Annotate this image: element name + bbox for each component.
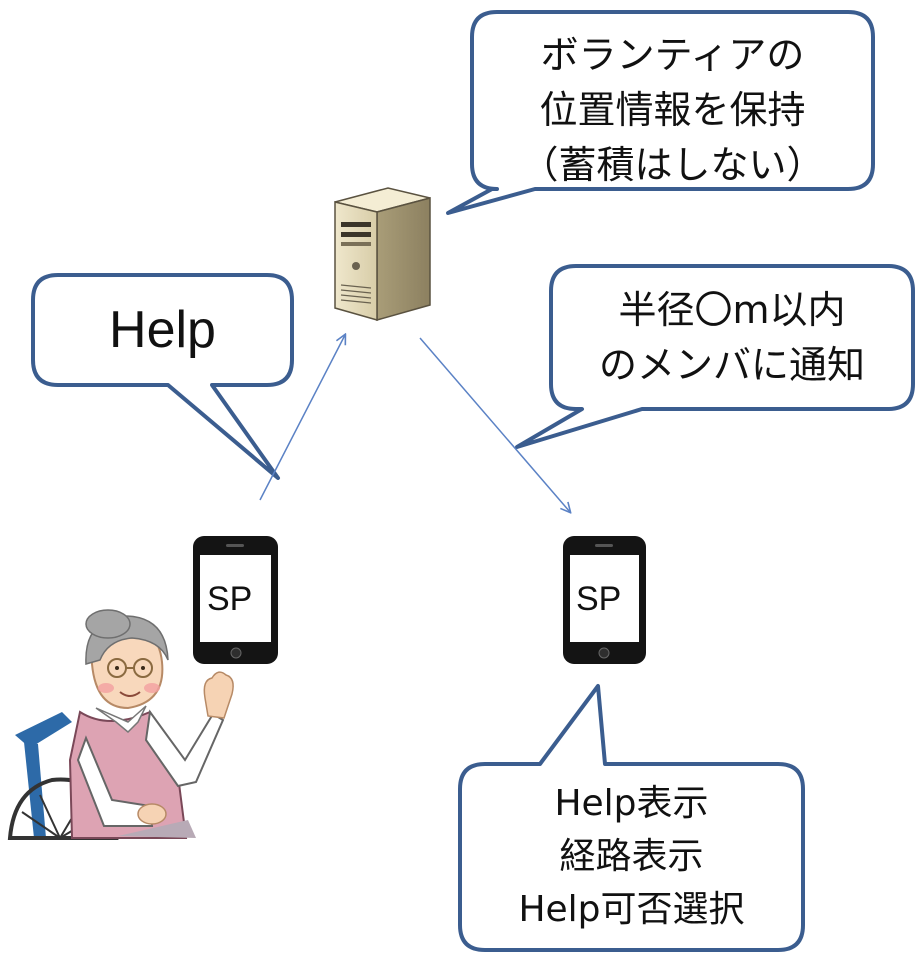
phone-left-label: SP [207,580,253,618]
server-icon [334,187,431,321]
phone-right-label: SP [576,580,622,618]
result-callout-text: Help表示 経路表示 Help可否選択 [460,777,803,936]
server-callout-text: ボランティアの 位置情報を保持 （蓄積はしない） [472,28,873,193]
smartphone-icon [193,536,278,664]
help-request-arrow [259,335,345,501]
server-callout-line: （蓄積はしない） [520,143,825,187]
notify-callout-line: 半径〇m以内 [618,288,846,332]
elderly-wheelchair-user-icon [7,609,234,840]
result-callout-line: Help表示 [554,783,709,824]
notify-callout-line: のメンバに通知 [598,343,865,387]
server-callout-line: ボランティアの [540,33,805,77]
server-callout-line: 位置情報を保持 [539,88,806,132]
notify-arrow [419,337,570,512]
help-callout-bubble [31,273,294,480]
server-callout-bubble [446,10,875,215]
result-callout-line: 経路表示 [559,836,704,877]
notify-callout-text: 半径〇m以内 のメンバに通知 [551,283,913,393]
result-callout-bubble [458,684,805,952]
help-callout-text: Help [109,301,216,359]
result-callout-line: Help可否選択 [518,889,745,930]
smartphone-icon [563,536,646,664]
notify-callout-bubble [515,264,915,449]
